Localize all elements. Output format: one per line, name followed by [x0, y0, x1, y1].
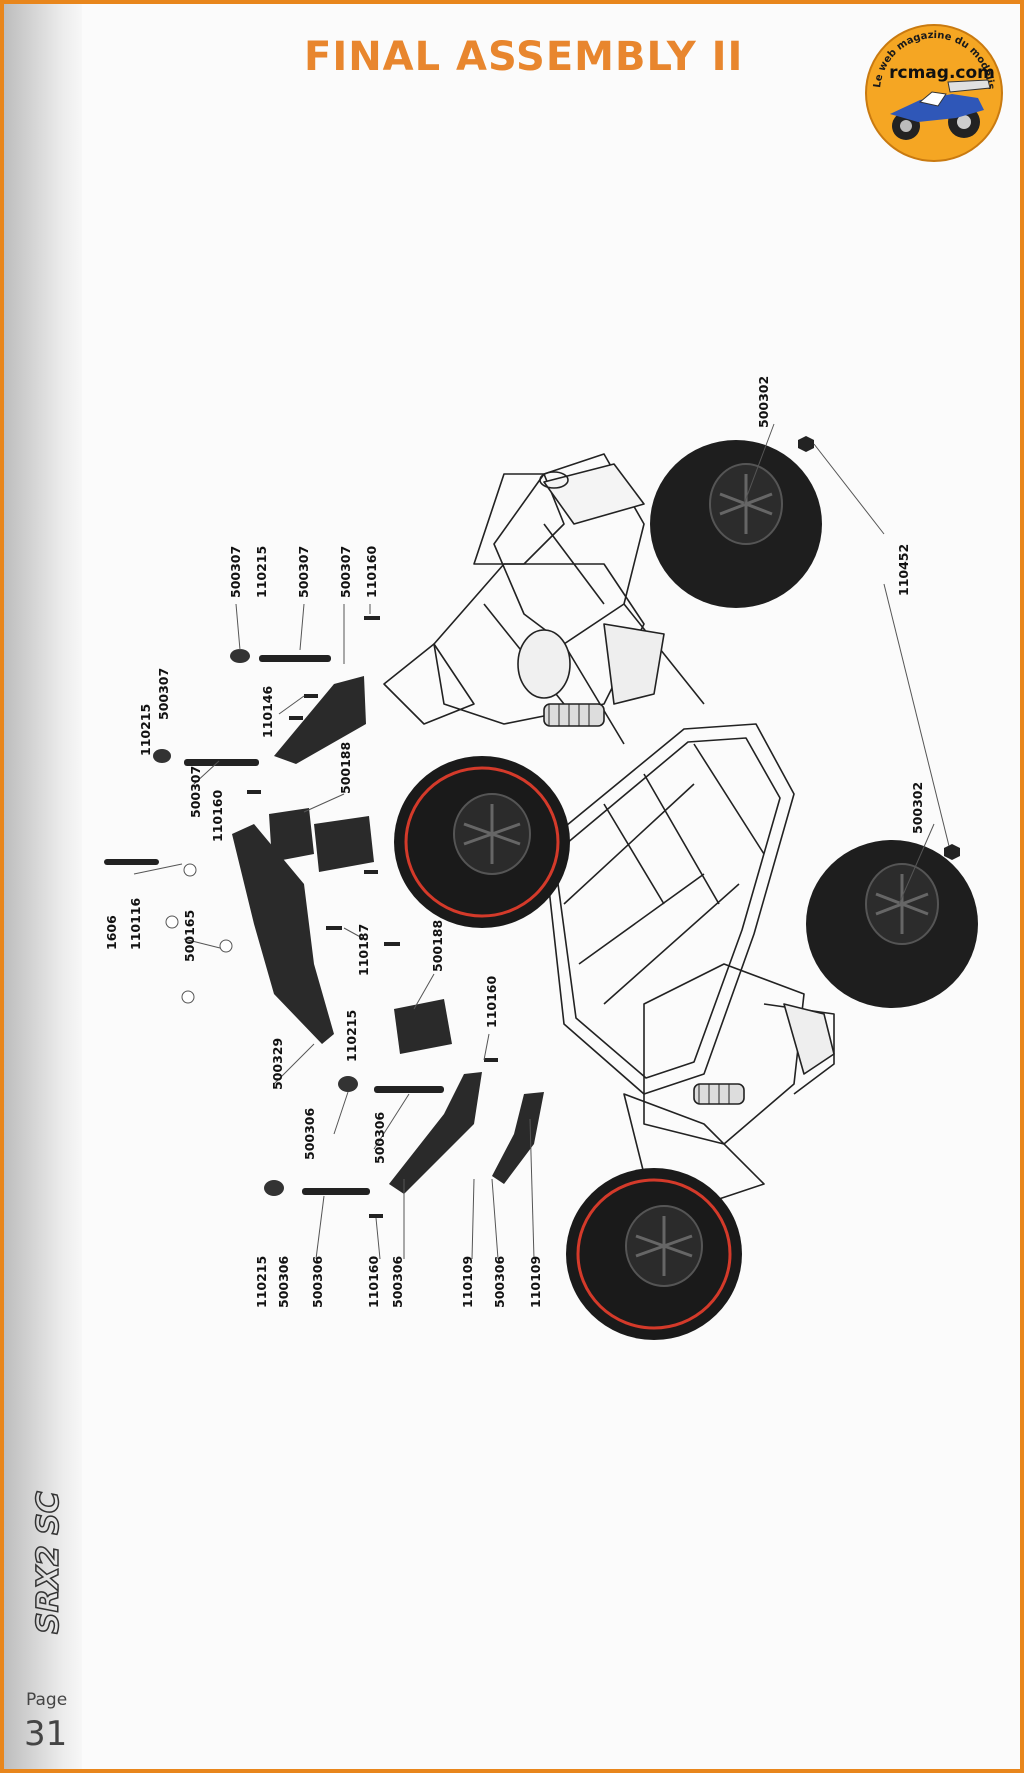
logo-site: rcmag.com — [889, 63, 995, 83]
washer-500306-mid — [338, 1076, 358, 1092]
tire-rear-right — [650, 440, 822, 608]
wheel-nut-front — [944, 844, 960, 860]
tire-front-right — [806, 840, 978, 1008]
screw-110160-top — [364, 616, 380, 620]
label-500307-b: 500307 — [296, 546, 311, 598]
srx2-sc-logo: SRX2 SC — [30, 1490, 67, 1634]
pin-500307-top — [259, 655, 331, 662]
ball-500165-d — [181, 990, 195, 1004]
label-110160-a: 110160 — [364, 546, 379, 598]
label-500188-a: 500188 — [338, 742, 353, 794]
ball-500165-b — [165, 915, 179, 929]
chassis-frame — [383, 453, 835, 1205]
ball-500165-a — [183, 863, 197, 877]
label-110215-a: 110215 — [254, 546, 269, 598]
label-500306-e: 500306 — [390, 1256, 405, 1308]
label-110109-a: 110109 — [460, 1256, 475, 1308]
foam-bumper-low — [394, 999, 452, 1054]
screw-110187-c — [364, 870, 378, 874]
label-500306-d: 500306 — [310, 1256, 325, 1308]
label-500306-f: 500306 — [492, 1256, 507, 1308]
label-110160-b: 110160 — [210, 790, 225, 842]
final-assembly-diagram: 500302 110452 500302 500307 110215 50030… — [104, 376, 978, 1340]
label-500307-c: 500307 — [338, 546, 353, 598]
label-500306-c: 500306 — [276, 1256, 291, 1308]
label-110109-b: 110109 — [528, 1256, 543, 1308]
page-title: FINAL ASSEMBLY II — [304, 34, 744, 80]
rear-mount-500307 — [274, 676, 366, 764]
label-110215-c: 110215 — [344, 1010, 359, 1062]
ball-500165-c — [219, 939, 233, 953]
label-1606: 1606 — [104, 915, 119, 950]
bumper-brace-500329 — [232, 824, 334, 1044]
screw-110160-mid — [247, 790, 261, 794]
front-mount-500306 — [389, 1072, 482, 1194]
label-500329: 500329 — [270, 1038, 285, 1090]
foam-bumper-top — [269, 808, 314, 862]
page-sidebar — [4, 4, 82, 1769]
label-500165: 500165 — [182, 910, 197, 962]
screw-110187-b — [384, 942, 400, 946]
screw-110146-b — [289, 716, 303, 720]
label-110215-b: 110215 — [138, 704, 153, 756]
label-500302-front: 500302 — [910, 782, 925, 834]
label-110215-d: 110215 — [254, 1256, 269, 1308]
label-500307-a: 500307 — [228, 546, 243, 598]
wheel-nut-rear — [798, 436, 814, 452]
screw-110160-front — [369, 1214, 383, 1218]
label-110160-c: 110160 — [484, 976, 499, 1028]
pin-1606 — [104, 859, 159, 865]
foam-bumper-mid — [314, 816, 374, 872]
washer-500306-low — [264, 1180, 284, 1196]
pin-500306-low — [302, 1188, 370, 1195]
tire-front-left — [566, 1168, 742, 1340]
label-500307-e: 500307 — [188, 766, 203, 818]
label-110146: 110146 — [260, 686, 275, 738]
tire-rear-left — [394, 756, 570, 928]
page-number: 31 — [24, 1714, 68, 1754]
leader-lines — [133, 423, 950, 1260]
label-110160-d: 110160 — [366, 1256, 381, 1308]
rcmag-logo: Le web magazine du modelisme rcmag.com — [860, 22, 1003, 162]
screw-110146-a — [304, 694, 318, 698]
brand-text: SRX2 SC — [31, 1491, 66, 1634]
label-500306-b: 500306 — [372, 1112, 387, 1164]
label-500307-d: 500307 — [156, 668, 171, 720]
page-label: Page — [26, 1690, 68, 1710]
label-110187: 110187 — [356, 924, 371, 976]
pin-500307-mid — [184, 759, 259, 766]
label-500188-b: 500188 — [430, 920, 445, 972]
pin-500306-mid — [374, 1086, 444, 1093]
label-110116: 110116 — [128, 898, 143, 950]
part-number-labels: 500302 110452 500302 500307 110215 50030… — [104, 376, 925, 1308]
screw-110187-a — [326, 926, 342, 930]
front-mount-500306-b — [492, 1092, 544, 1184]
washer-500307-top — [230, 649, 250, 663]
label-110452: 110452 — [896, 544, 911, 596]
label-500306-a: 500306 — [302, 1108, 317, 1160]
washer-500307-left — [153, 749, 171, 763]
label-500302-rear: 500302 — [756, 376, 771, 428]
screw-110160-low — [484, 1058, 498, 1062]
